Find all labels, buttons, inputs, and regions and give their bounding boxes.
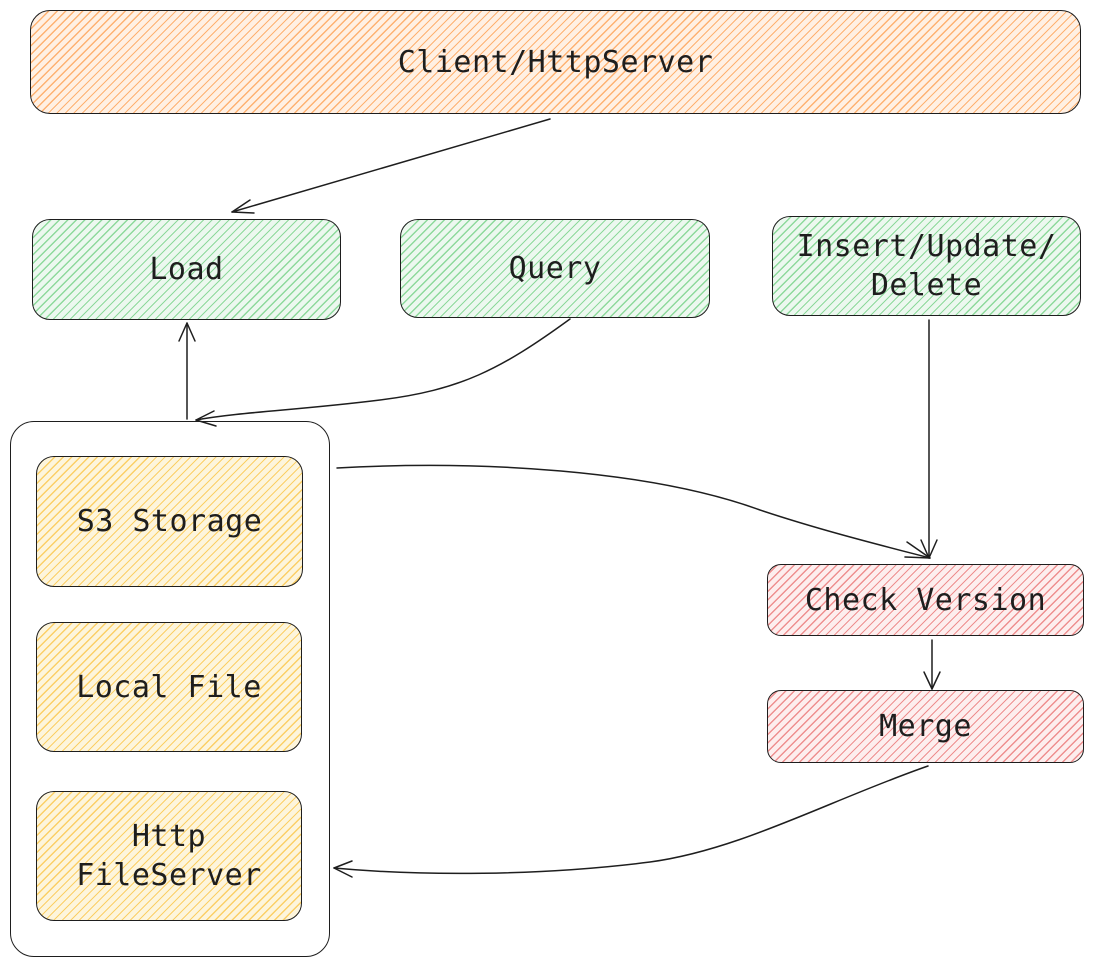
insert-update-delete-label: Insert/Update/ Delete bbox=[796, 229, 1057, 303]
query-box[interactable]: Query bbox=[400, 219, 710, 318]
client-httpserver-box[interactable]: Client/HttpServer bbox=[30, 10, 1081, 114]
storage-to-load-arrow bbox=[178, 322, 196, 420]
write-ops-to-check-version-arrow bbox=[920, 319, 938, 559]
insert-update-delete-box[interactable]: Insert/Update/ Delete bbox=[772, 216, 1081, 316]
load-label: Load bbox=[149, 252, 224, 287]
query-label: Query bbox=[508, 251, 602, 286]
local-file-box[interactable]: Local File bbox=[36, 622, 302, 752]
check-version-box[interactable]: Check Version bbox=[767, 564, 1084, 636]
merge-label: Merge bbox=[879, 709, 972, 744]
local-file-label: Local File bbox=[76, 669, 262, 705]
s3-storage-box[interactable]: S3 Storage bbox=[36, 456, 303, 587]
http-fileserver-box[interactable]: Http FileServer bbox=[36, 791, 302, 921]
query-to-storage-arrow bbox=[195, 318, 571, 427]
client-httpserver-label: Client/HttpServer bbox=[397, 44, 714, 80]
client-to-load-arrow bbox=[231, 118, 551, 214]
merge-to-storage-arrow bbox=[333, 765, 929, 878]
storage-to-check-version-arrow bbox=[336, 464, 931, 559]
check-version-to-merge-arrow bbox=[923, 639, 941, 690]
http-fileserver-label: Http FileServer bbox=[76, 819, 262, 893]
check-version-label: Check Version bbox=[804, 582, 1047, 618]
load-box[interactable]: Load bbox=[32, 219, 341, 320]
merge-box[interactable]: Merge bbox=[767, 690, 1084, 763]
s3-storage-label: S3 Storage bbox=[76, 504, 263, 539]
